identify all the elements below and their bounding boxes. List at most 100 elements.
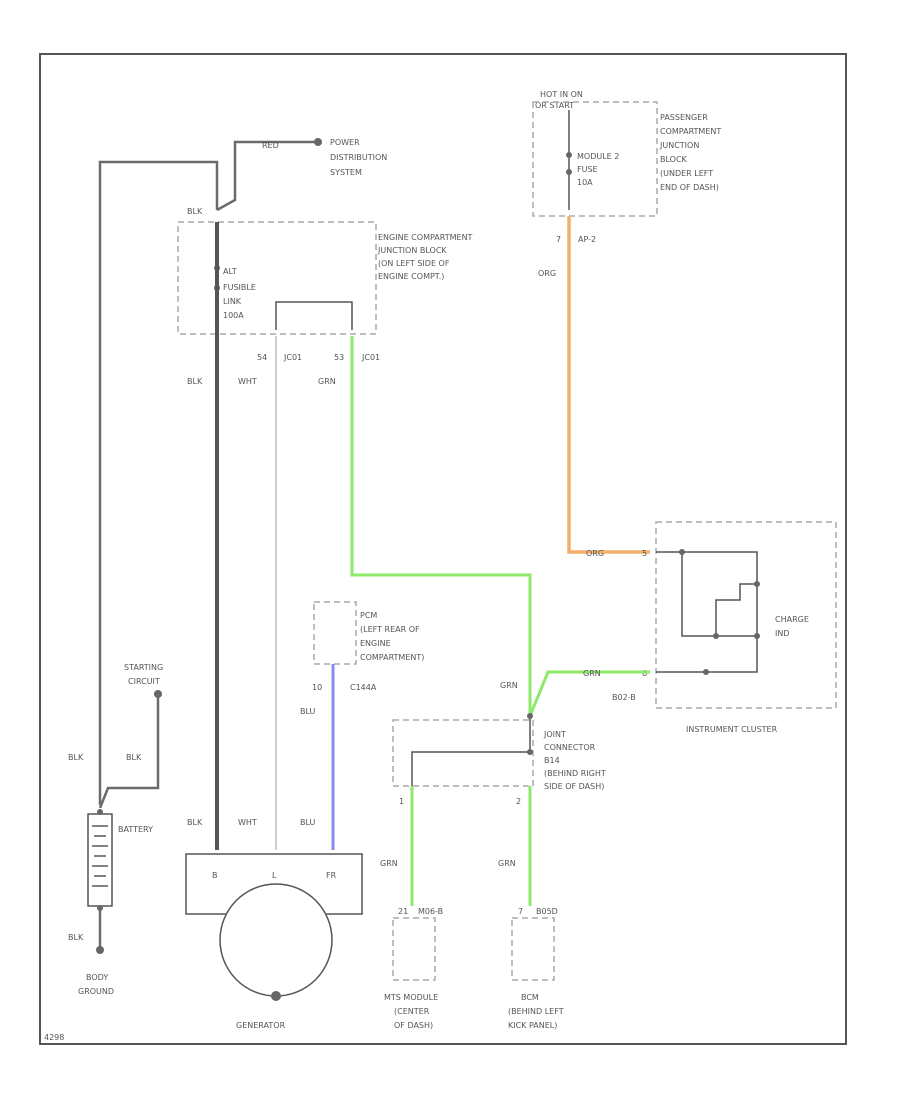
module-fuse-label-1: MODULE 2	[577, 152, 619, 161]
grn-wire-cluster	[528, 670, 650, 717]
alt-fuse-label-3: LINK	[223, 297, 242, 306]
pcm-label-2: (LEFT REAR OF	[360, 625, 420, 634]
mts-box	[392, 917, 436, 981]
starting-circuit: STARTING CIRCUIT BLK	[98, 663, 163, 809]
body-ground-dot	[96, 946, 104, 954]
cluster-dot-3	[754, 633, 760, 639]
gen-terminal-b: B	[212, 871, 218, 880]
wire-label-blk-left: BLK	[68, 753, 84, 762]
power-distribution-label-3: SYSTEM	[330, 168, 362, 177]
joint-label-3: B14	[544, 756, 560, 765]
alt-fuse-label-1: ALT	[223, 267, 237, 276]
wire-label-blu-bottom: BLU	[300, 818, 316, 827]
pcm-label-1: PCM	[360, 611, 377, 620]
diagram-frame	[39, 53, 847, 1045]
wire-label-red: RED	[262, 141, 279, 150]
wire-label-org-top: ORG	[538, 269, 556, 278]
wire-label-wht-bottom: WHT	[238, 818, 257, 827]
generator: B L FR GENERATOR	[185, 853, 363, 1030]
generator-ground-dot	[271, 991, 281, 1001]
wire-label-blk-mid: BLK	[187, 377, 203, 386]
cluster-dot-4	[713, 633, 719, 639]
blk-wire-starting	[98, 694, 160, 809]
starting-label-2: CIRCUIT	[128, 677, 160, 686]
wire-label-org-bottom: ORG	[586, 549, 604, 558]
pass-jb-label-4: BLOCK	[660, 155, 688, 164]
power-distribution-label-2: DISTRIBUTION	[330, 153, 387, 162]
connector-54-name: JC01	[283, 353, 302, 362]
alt-fuse-label-4: 100A	[223, 311, 244, 320]
wire-label-grn-cluster: GRN	[583, 669, 601, 678]
hot-in-on-label-1: HOT IN ON	[540, 90, 583, 99]
module-fuse-label-2: FUSE	[577, 165, 598, 174]
battery-pos-terminal	[97, 809, 103, 815]
joint-label-5: SIDE OF DASH)	[544, 782, 604, 791]
wire-label-blk-top: BLK	[187, 207, 203, 216]
hot-in-on-label-2: OR START	[535, 101, 574, 110]
red-wire	[216, 140, 318, 212]
connector-7-name: AP-2	[578, 235, 596, 244]
alt-fuse-label-2: FUSIBLE	[223, 283, 256, 292]
bcm-connector-name: B05D	[536, 907, 558, 916]
bcm-label-3: KICK PANEL)	[508, 1021, 557, 1030]
generator-label: GENERATOR	[236, 1021, 286, 1030]
grn-wire-main	[350, 336, 532, 716]
passenger-jb-box	[532, 101, 658, 217]
bcm-module: 7 B05D BCM (BEHIND LEFT KICK PANEL)	[508, 907, 564, 1030]
bcm-label-2: (BEHIND LEFT	[508, 1007, 564, 1016]
wire-label-grn-mts: GRN	[380, 859, 398, 868]
pass-jb-label-6: END OF DASH)	[660, 183, 719, 192]
blk-wires: BLK BLK BLK BLK	[68, 160, 219, 850]
joint-dot-top	[527, 713, 533, 719]
battery-body	[87, 813, 113, 907]
battery-label: BATTERY	[118, 825, 153, 834]
module-fuse-label-3: 10A	[577, 178, 593, 187]
battery: BATTERY BLK BODY GROUND	[68, 809, 153, 996]
wire-label-blk-gen: BLK	[187, 818, 203, 827]
bcm-label-1: BCM	[521, 993, 539, 1002]
pcm-group: PCM (LEFT REAR OF ENGINE COMPARTMENT) 10…	[312, 601, 424, 692]
wire-label-grn-mid: GRN	[500, 681, 518, 690]
starting-label-1: STARTING	[124, 663, 163, 672]
footer-code: 4298	[44, 1033, 64, 1042]
instrument-cluster-box	[655, 521, 837, 709]
connector-7: 7	[556, 235, 561, 244]
pcm-label-4: COMPARTMENT)	[360, 653, 424, 662]
cluster-dot-1	[679, 549, 685, 555]
joint-label-1: JOINT	[543, 730, 566, 739]
engine-junction-block: ENGINE COMPARTMENT JUNCTION BLOCK (ON LE…	[177, 221, 473, 362]
connector-6-name: B02-B	[612, 693, 636, 702]
instrument-cluster-label: INSTRUMENT CLUSTER	[686, 725, 778, 734]
connector-54: 54	[257, 353, 267, 362]
org-wire	[567, 216, 650, 554]
connector-53-name: JC01	[361, 353, 380, 362]
module-fuse-dot-top	[566, 152, 572, 158]
gen-terminal-l: L	[272, 871, 277, 880]
mts-label-2: (CENTER	[394, 1007, 430, 1016]
joint-connector-group: JOINT CONNECTOR B14 (BEHIND RIGHT SIDE O…	[392, 713, 606, 806]
cluster-dot-5	[703, 669, 709, 675]
engine-jb-label-1: ENGINE COMPARTMENT	[378, 233, 473, 242]
wire-label-blu-top: BLU	[300, 707, 316, 716]
connector-10: 10	[312, 683, 322, 692]
mts-label-1: MTS MODULE	[384, 993, 438, 1002]
cluster-circuit-top	[656, 551, 758, 673]
wire-label-blk-ground: BLK	[68, 933, 84, 942]
cluster-inner-loop	[681, 552, 757, 637]
pass-jb-label-5: (UNDER LEFT	[660, 169, 713, 178]
mts-label-3: OF DASH)	[394, 1021, 433, 1030]
engine-jb-box	[177, 221, 377, 335]
charge-ind-label-1: CHARGE	[775, 615, 809, 624]
bcm-connector: 7	[518, 907, 523, 916]
engine-jb-label-4: ENGINE COMPT.)	[378, 272, 444, 281]
engine-jb-label-3: (ON LEFT SIDE OF	[378, 259, 450, 268]
joint-dot-mid	[527, 749, 533, 755]
mts-connector-name: M06-B	[418, 907, 443, 916]
body-ground-label-1: BODY	[86, 973, 108, 982]
mts-connector: 21	[398, 907, 408, 916]
connector-5: 5	[642, 549, 647, 558]
gen-terminal-fr: FR	[326, 871, 337, 880]
instrument-cluster: 5 6 B02-B CHARGE IND INSTRUMENT CLUSTER	[612, 521, 837, 734]
pass-jb-label-3: JUNCTION	[659, 141, 699, 150]
